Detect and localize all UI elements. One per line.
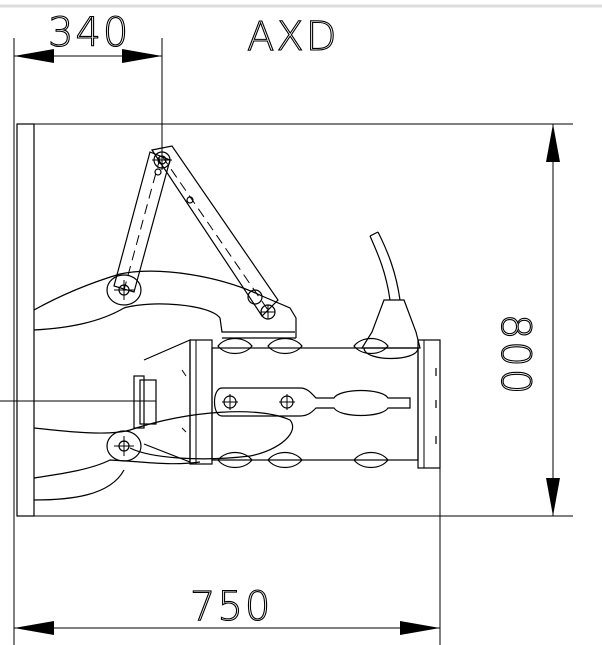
short-link-arm xyxy=(113,151,171,293)
cable-edge-left xyxy=(369,235,391,301)
cable-gland xyxy=(360,299,421,349)
bottom-rib-1 xyxy=(217,451,253,469)
arrowhead-down xyxy=(546,478,560,516)
upper-pivot-boss xyxy=(106,274,142,306)
arrowhead-right xyxy=(122,49,162,63)
cone-mark-2 xyxy=(181,427,187,433)
top-rib-2 xyxy=(267,337,303,355)
arrowhead-left xyxy=(14,49,54,63)
cable-edge-right xyxy=(377,231,401,301)
cable-gland-base xyxy=(363,347,419,360)
lower-bracket xyxy=(33,411,294,501)
wall-plate xyxy=(16,123,35,517)
arrowhead-up xyxy=(546,124,560,162)
bottom-rib-2 xyxy=(267,451,303,469)
front-flange xyxy=(189,339,213,465)
dimension-label-width: 750 xyxy=(190,584,272,630)
top-rib-1 xyxy=(217,337,253,355)
right-joint-a xyxy=(247,289,263,305)
long-link-axis xyxy=(161,155,269,311)
dimension-height xyxy=(34,123,573,517)
dimension-label-offset: 340 xyxy=(48,10,130,56)
linkage xyxy=(113,145,279,320)
long-link-hole xyxy=(186,196,194,204)
lower-bracket-lower-edge xyxy=(33,459,201,479)
lower-bracket-upper-edge xyxy=(33,411,294,460)
rear-flange xyxy=(417,339,441,469)
motor-body xyxy=(133,231,441,469)
short-link-axis xyxy=(123,157,161,291)
dimension-offset xyxy=(13,38,163,645)
upper-bracket-bottom-edge xyxy=(33,303,295,333)
bottom-rib-3 xyxy=(353,451,389,469)
cable-end xyxy=(369,231,379,237)
upper-bracket xyxy=(33,270,297,339)
motor-housing xyxy=(211,347,419,461)
inner-shaft-plate xyxy=(213,387,411,417)
arrowhead-right-bottom xyxy=(400,621,440,635)
dimension-label-height: 800 xyxy=(492,314,538,396)
long-link-arm xyxy=(151,145,279,317)
propeller-hub-outer xyxy=(133,375,145,429)
lower-pivot-boss xyxy=(106,430,142,462)
lower-bracket-bottom xyxy=(33,469,125,501)
mounting-plate xyxy=(16,123,35,517)
short-link-hole xyxy=(154,168,162,176)
propeller-hub xyxy=(139,379,157,425)
cone-mark-1 xyxy=(181,369,187,377)
upper-bracket-top-edge xyxy=(33,270,263,311)
drawing-title: AXD xyxy=(247,14,339,60)
dimension-width xyxy=(14,340,441,645)
arrowhead-left-bottom xyxy=(14,621,54,635)
top-rib-3 xyxy=(353,337,389,355)
